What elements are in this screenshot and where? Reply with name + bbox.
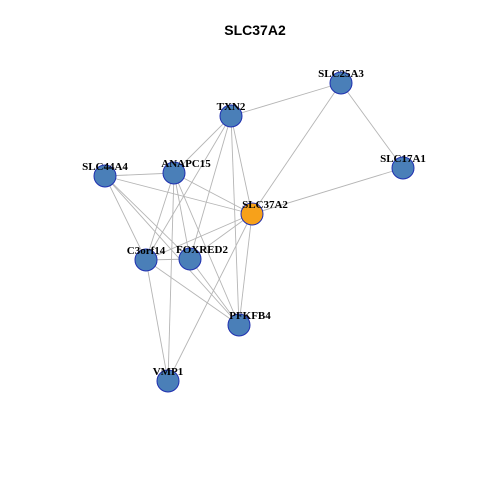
edge-txn2-c3orf14 bbox=[145, 115, 232, 261]
node-circle-anapc15[interactable] bbox=[162, 161, 186, 185]
edge-slc37a2-c3orf14 bbox=[145, 213, 253, 261]
edge-anapc15-foxred2 bbox=[173, 172, 191, 260]
node-label-slc44a4: SLC44A4 bbox=[82, 161, 128, 173]
edge-slc44a4-foxred2 bbox=[104, 175, 191, 260]
edge-slc25a3-slc17a1 bbox=[340, 82, 404, 169]
node-slc37a2[interactable]: SLC37A2 bbox=[240, 199, 288, 226]
node-slc44a4[interactable]: SLC44A4 bbox=[82, 161, 128, 188]
node-label-pfkfb4: PFKFB4 bbox=[229, 310, 271, 322]
node-txn2[interactable]: TXN2 bbox=[217, 101, 246, 128]
node-label-slc37a2: SLC37A2 bbox=[242, 199, 288, 211]
graph-title: SLC37A2 bbox=[224, 22, 286, 38]
node-label-slc17a1: SLC17A1 bbox=[380, 153, 426, 165]
node-foxred2[interactable]: FOXRED2 bbox=[176, 244, 228, 271]
node-anapc15[interactable]: ANAPC15 bbox=[161, 158, 211, 185]
edge-slc44a4-c3orf14 bbox=[104, 175, 147, 261]
edge-txn2-pfkfb4 bbox=[230, 115, 240, 326]
node-slc17a1[interactable]: SLC17A1 bbox=[380, 153, 426, 180]
edge-foxred2-pfkfb4 bbox=[189, 258, 240, 326]
node-label-vmp1: VMP1 bbox=[153, 366, 184, 378]
node-circle-c3orf14[interactable] bbox=[134, 248, 158, 272]
node-slc25a3[interactable]: SLC25A3 bbox=[318, 68, 364, 95]
edge-layer bbox=[104, 82, 404, 382]
node-circle-vmp1[interactable] bbox=[156, 369, 180, 393]
edge-slc25a3-slc37a2 bbox=[251, 82, 342, 215]
node-label-txn2: TXN2 bbox=[217, 101, 246, 113]
node-circle-slc37a2[interactable] bbox=[240, 202, 264, 226]
edge-txn2-slc37a2 bbox=[230, 115, 253, 215]
edge-slc37a2-pfkfb4 bbox=[238, 213, 253, 326]
edge-slc37a2-foxred2 bbox=[189, 213, 253, 260]
node-circle-slc44a4[interactable] bbox=[93, 164, 117, 188]
edge-anapc15-pfkfb4 bbox=[173, 172, 240, 326]
node-label-foxred2: FOXRED2 bbox=[176, 244, 228, 256]
node-label-anapc15: ANAPC15 bbox=[161, 158, 211, 170]
node-circle-foxred2[interactable] bbox=[178, 247, 202, 271]
edge-slc44a4-anapc15 bbox=[104, 172, 175, 177]
edge-txn2-slc25a3 bbox=[230, 82, 342, 117]
node-label-slc25a3: SLC25A3 bbox=[318, 68, 364, 80]
node-vmp1[interactable]: VMP1 bbox=[153, 366, 184, 393]
node-pfkfb4[interactable]: PFKFB4 bbox=[227, 310, 271, 337]
node-c3orf14[interactable]: C3orf14 bbox=[127, 245, 166, 272]
node-circle-pfkfb4[interactable] bbox=[227, 313, 251, 337]
edge-txn2-anapc15 bbox=[173, 115, 232, 174]
edge-c3orf14-pfkfb4 bbox=[145, 259, 240, 326]
edge-txn2-foxred2 bbox=[189, 115, 232, 260]
edge-slc37a2-vmp1 bbox=[167, 213, 253, 382]
edge-slc17a1-slc37a2 bbox=[251, 167, 404, 215]
edge-anapc15-slc37a2 bbox=[173, 172, 253, 215]
node-circle-txn2[interactable] bbox=[219, 104, 243, 128]
node-circle-slc17a1[interactable] bbox=[391, 156, 415, 180]
node-circle-slc25a3[interactable] bbox=[329, 71, 353, 95]
node-label-c3orf14: C3orf14 bbox=[127, 245, 166, 257]
edge-anapc15-c3orf14 bbox=[145, 172, 175, 261]
edge-c3orf14-vmp1 bbox=[145, 259, 169, 382]
